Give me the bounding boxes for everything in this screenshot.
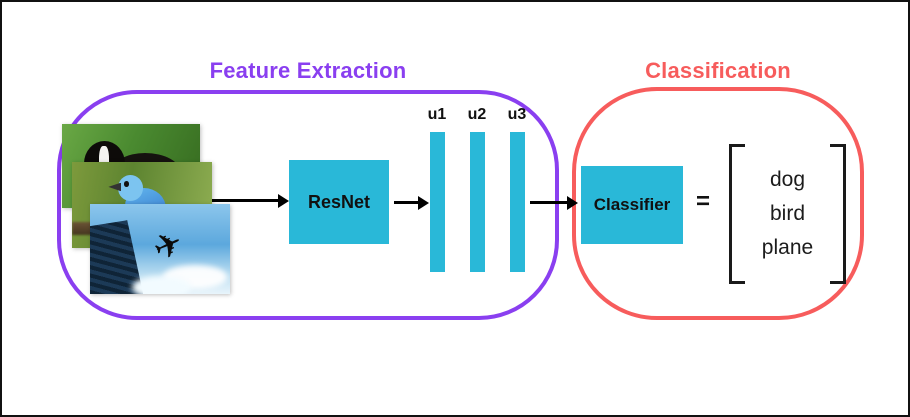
feature-bar-label-u1: u1 [427, 106, 447, 123]
left-bracket [729, 144, 745, 284]
arrow-resnet-to-features [394, 201, 419, 204]
classifier-block: Classifier [581, 166, 683, 244]
dog-blaze-shape [99, 145, 109, 177]
feature-bar-label-u2: u2 [467, 106, 487, 123]
feature-bar-label-u3: u3 [507, 106, 527, 123]
feature-bar-u1 [430, 132, 445, 272]
classification-title: Classification [645, 58, 791, 83]
feature-bar-u3 [510, 132, 525, 272]
arrow-images-to-resnet [207, 199, 279, 202]
output-label-plane: plane [761, 236, 814, 259]
cloud-shape [132, 276, 191, 294]
bird-eye-shape [123, 180, 130, 187]
input-image-airplane: ✈ [90, 204, 230, 294]
resnet-block: ResNet [289, 160, 389, 244]
airplane-icon: ✈ [147, 223, 190, 270]
arrow-features-to-classifier [530, 201, 568, 204]
feature-bar-u2 [470, 132, 485, 272]
output-vector: dog bird plane [729, 163, 846, 265]
bird-head-shape [118, 174, 144, 201]
output-label-bird: bird [769, 202, 806, 225]
bird-beak-shape [108, 182, 121, 192]
feature-extraction-title: Feature Extraction [209, 58, 407, 83]
right-bracket [830, 144, 846, 284]
output-label-dog: dog [769, 168, 806, 191]
feature-extraction-group [57, 90, 559, 320]
equals-sign: = [695, 188, 710, 215]
